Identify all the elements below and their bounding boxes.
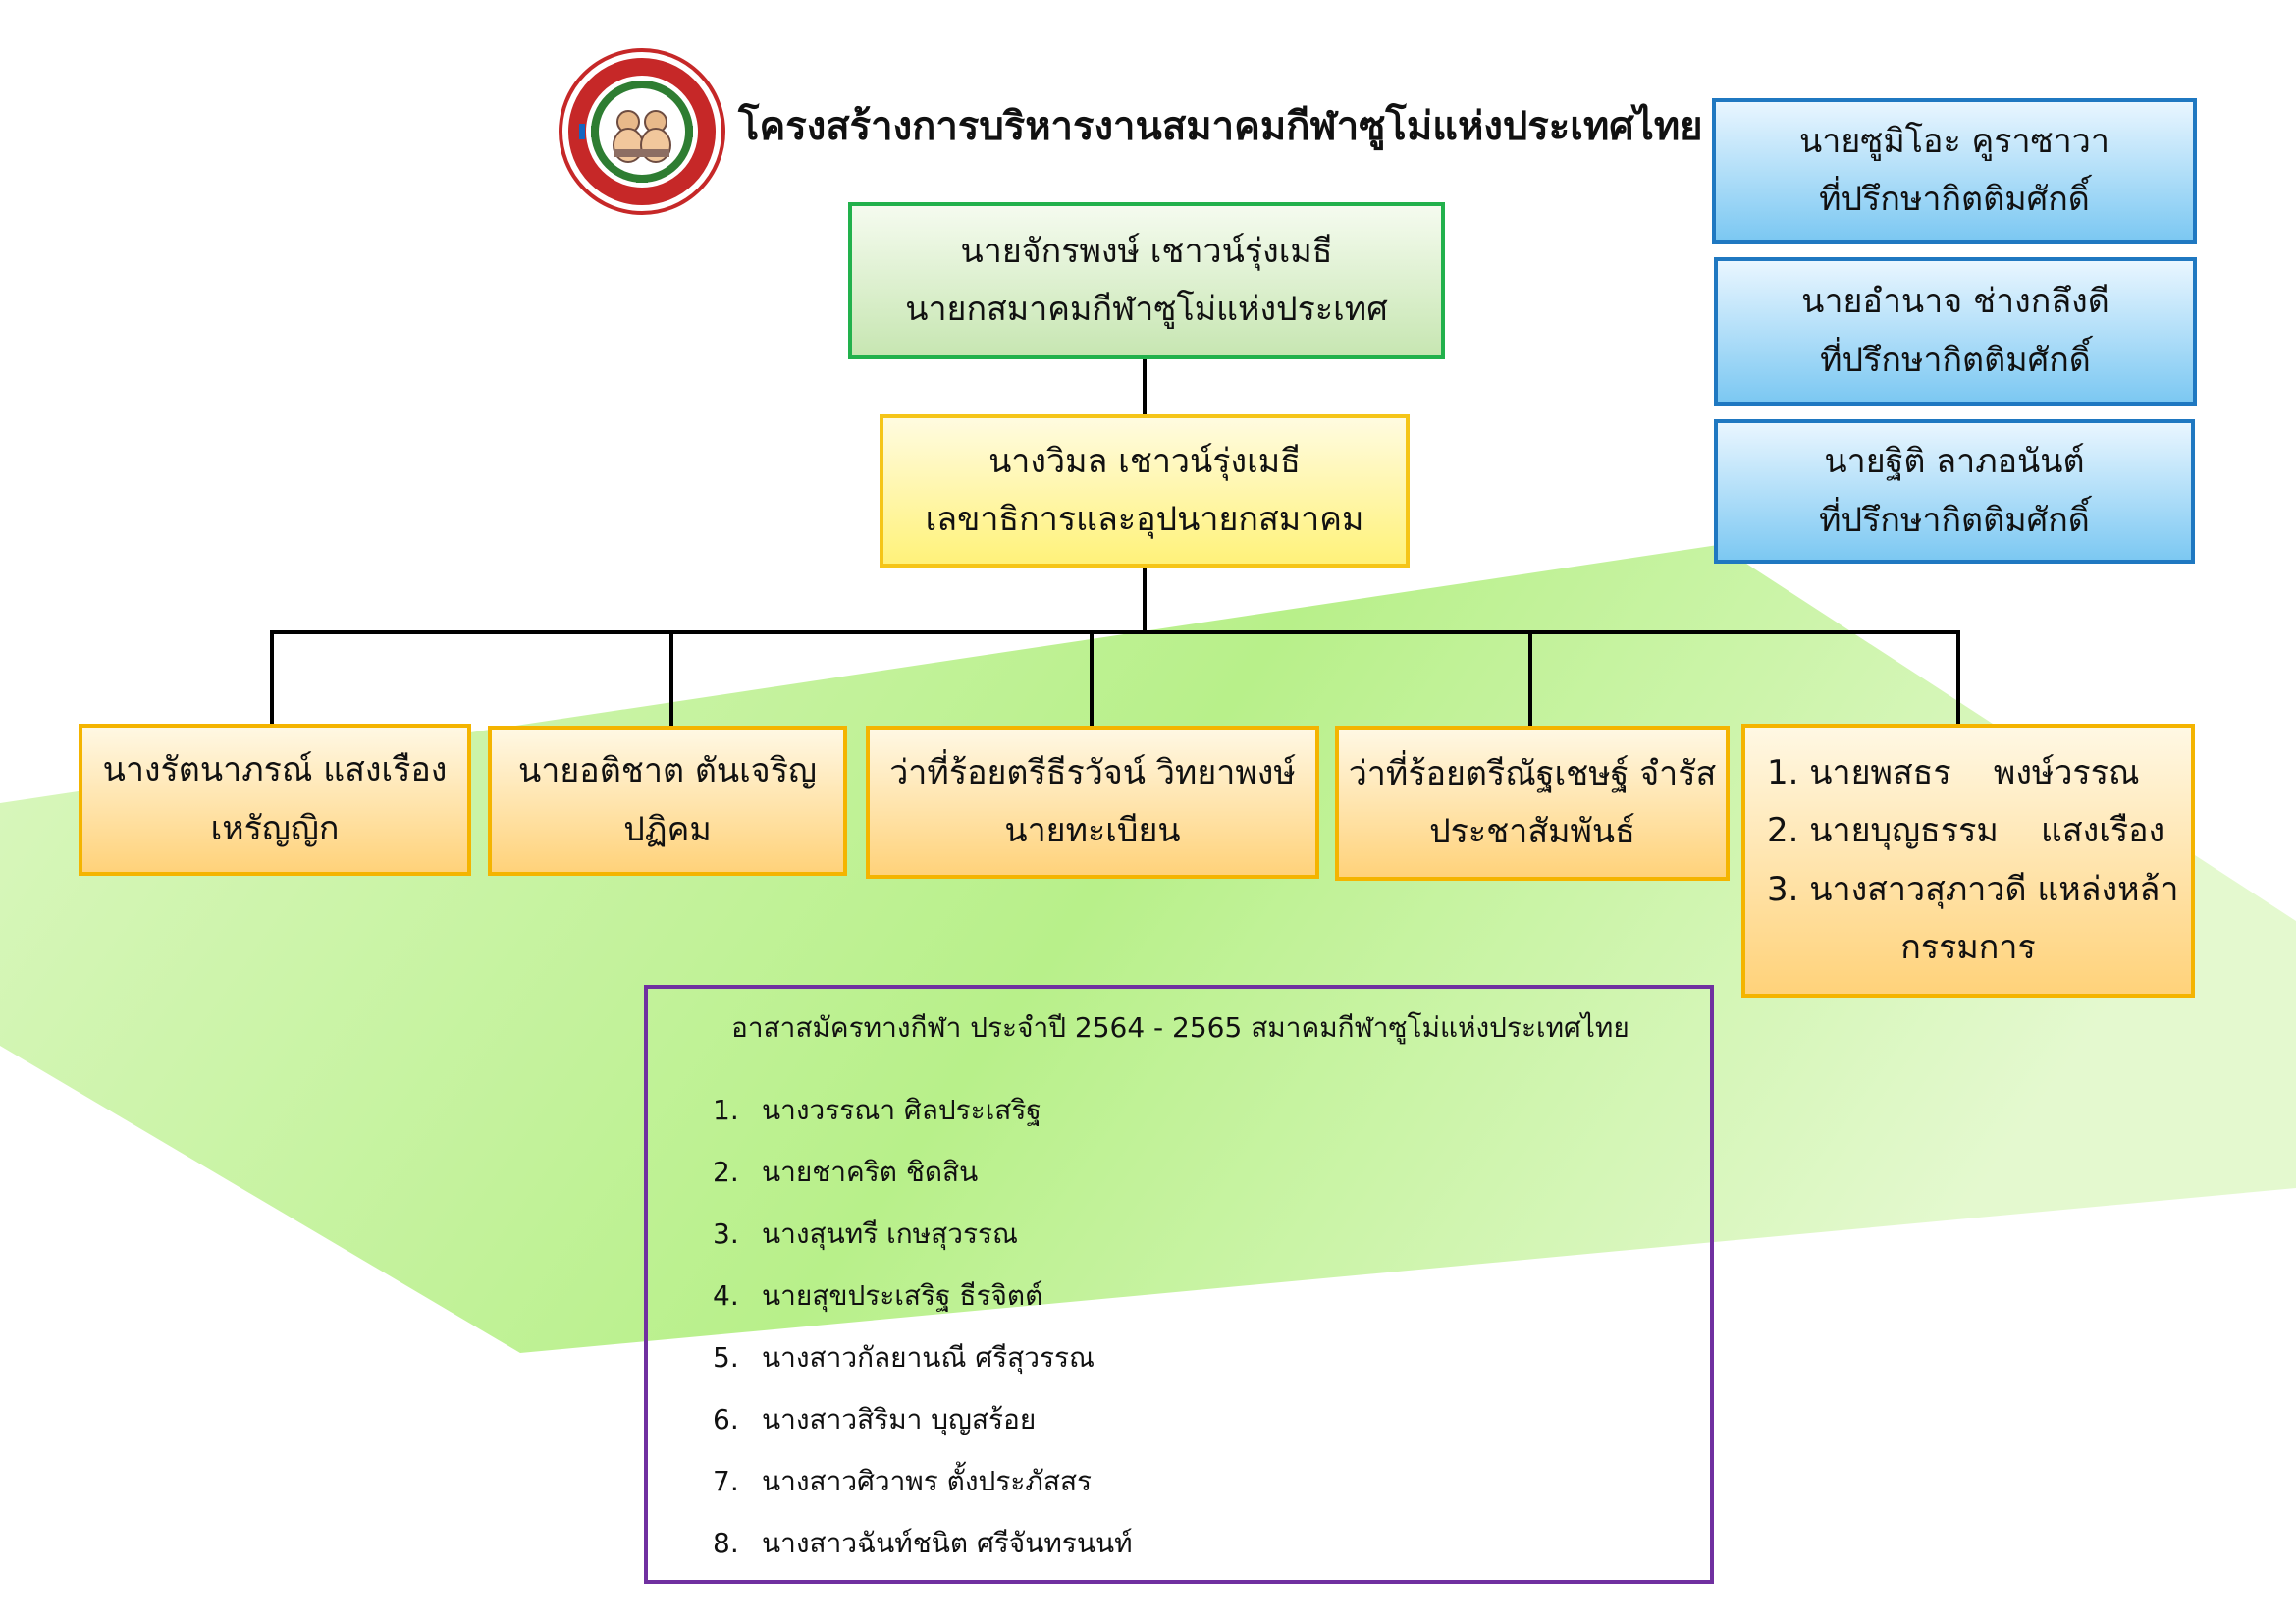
committee-member: 1. นายพสธร พงษ์วรรณ [1767,752,2140,792]
connector-drop-1 [270,630,274,726]
list-item-number: 8. [713,1527,739,1559]
president-name: นายจักรพงษ์ เชาวน์รุ่งเมธี [960,231,1333,271]
officer-box-treasurer: นางรัตนาภรณ์ แสงเรือง เหรัญญิก [79,724,471,876]
advisor-name: นายซูมิโอะ คูราซาวา [1799,121,2109,161]
volunteer-title: อาสาสมัครทางกีฬา ประจำปี 2564 - 2565 สมา… [731,1011,1629,1044]
volunteer-list: 1. นางวรรณา ศิลประเสริฐ 2. นายชาคริต ชิดสิ… [713,1079,1133,1574]
officer-role: นายทะเบียน [1004,811,1181,850]
list-item-name: นางสุนทรี เกษสุวรรณ [762,1218,1019,1250]
committee-role: กรรมการ [1900,928,2036,967]
committee-member: 2. นายบุญธรรม แสงเรือง [1767,811,2165,850]
sumo-association-logo [559,48,725,215]
committee-member: 3. นางสาวสุภาวดี แหล่งหล้า [1767,869,2179,909]
advisor-name: นายฐิติ ลาภอนันต์ [1824,442,2085,481]
connector-president-secretary [1143,359,1147,414]
page-title: โครงสร้างการบริหารงานสมาคมกีฬาซูโม่แห่งป… [738,104,1703,149]
connector-drop-5 [1956,630,1960,726]
advisor-role: ที่ปรึกษากิตติมศักดิ์ [1819,500,2090,540]
officer-name: ว่าที่ร้อยตรีธีรวัจน์ วิทยาพงษ์ [889,752,1296,792]
advisor-role: ที่ปรึกษากิตติมศักดิ์ [1820,340,2091,380]
list-item-name: นางสาวฉันท์ชนิต ศรีจันทรนนท์ [762,1527,1133,1559]
president-box: นายจักรพงษ์ เชาวน์รุ่งเมธี นายกสมาคมกีฬา… [848,202,1445,359]
list-item-number: 6. [713,1403,739,1435]
president-role: นายกสมาคมกีฬาซูโม่แห่งประเทศ [905,290,1388,329]
list-item-number: 4. [713,1279,739,1312]
list-item-number: 3. [713,1218,739,1250]
connector-drop-3 [1090,630,1094,726]
list-item: 6. นางสาวสิริมา บุญสร้อย [713,1388,1133,1450]
secretary-role: เลขาธิการและอุปนายกสมาคม [925,500,1364,539]
officer-name: ว่าที่ร้อยตรีณัฐเชษฐ์ จำรัส [1348,753,1717,793]
committee-box: 1. นายพสธร พงษ์วรรณ 2. นายบุญธรรม แสงเรื… [1741,724,2195,998]
list-item: 2. นายชาคริต ชิดสิน [713,1141,1133,1203]
list-item-name: นางสาวสิริมา บุญสร้อย [762,1403,1037,1435]
connector-secretary-bus [1143,568,1147,633]
list-item-name: นางสาวกัลยานณี ศรีสุวรรณ [762,1341,1095,1374]
officer-role: ปฏิคม [623,809,712,849]
list-item: 3. นางสุนทรี เกษสุวรรณ [713,1203,1133,1265]
officer-name: นายอติชาต ตันเจริญ [518,751,817,790]
advisor-box-3: นายฐิติ ลาภอนันต์ ที่ปรึกษากิตติมศักดิ์ [1714,419,2195,564]
list-item-name: นายสุขประเสริฐ ธีรจิตต์ [762,1279,1043,1312]
committee-member-list: 1. นายพสธร พงษ์วรรณ 2. นายบุญธรรม แสงเรื… [1745,744,2191,920]
list-item-name: นางวรรณา ศิลประเสริฐ [762,1094,1041,1126]
list-item-name: นางสาวศิวาพร ตั้งประภัสสร [762,1465,1093,1497]
list-item-number: 2. [713,1156,739,1188]
list-item-number: 5. [713,1341,739,1374]
list-item-name: นายชาคริต ชิดสิน [762,1156,979,1188]
officer-box-host: นายอติชาต ตันเจริญ ปฏิคม [488,726,847,876]
officer-box-registrar: ว่าที่ร้อยตรีธีรวัจน์ วิทยาพงษ์ นายทะเบี… [866,726,1319,879]
list-item-number: 7. [713,1465,739,1497]
officer-box-public-relations: ว่าที่ร้อยตรีณัฐเชษฐ์ จำรัส ประชาสัมพันธ… [1335,726,1730,881]
volunteer-box: อาสาสมัครทางกีฬา ประจำปี 2564 - 2565 สมา… [644,985,1714,1584]
advisor-box-2: นายอำนาจ ช่างกลึงดี ที่ปรึกษากิตติมศักดิ… [1714,257,2197,406]
connector-horizontal-bus [270,630,1960,634]
secretary-box: นางวิมล เชาวน์รุ่งเมธี เลขาธิการและอุปนา… [880,414,1410,568]
connector-drop-2 [669,630,673,726]
list-item: 1. นางวรรณา ศิลประเสริฐ [713,1079,1133,1141]
advisor-box-1: นายซูมิโอะ คูราซาวา ที่ปรึกษากิตติมศักดิ… [1712,98,2197,244]
secretary-name: นางวิมล เชาวน์รุ่งเมธี [988,441,1301,481]
officer-name: นางรัตนาภรณ์ แสงเรือง [102,750,448,789]
officer-role: เหรัญญิก [210,808,340,848]
advisor-name: นายอำนาจ ช่างกลึงดี [1801,282,2109,321]
advisor-role: ที่ปรึกษากิตติมศักดิ์ [1819,180,2090,219]
list-item-number: 1. [713,1094,739,1126]
list-item: 7. นางสาวศิวาพร ตั้งประภัสสร [713,1450,1133,1512]
list-item: 4. นายสุขประเสริฐ ธีรจิตต์ [713,1265,1133,1326]
list-item: 5. นางสาวกัลยานณี ศรีสุวรรณ [713,1326,1133,1388]
officer-role: ประชาสัมพันธ์ [1429,812,1635,851]
connector-drop-4 [1528,630,1532,726]
list-item: 8. นางสาวฉันท์ชนิต ศรีจันทรนนท์ [713,1512,1133,1574]
